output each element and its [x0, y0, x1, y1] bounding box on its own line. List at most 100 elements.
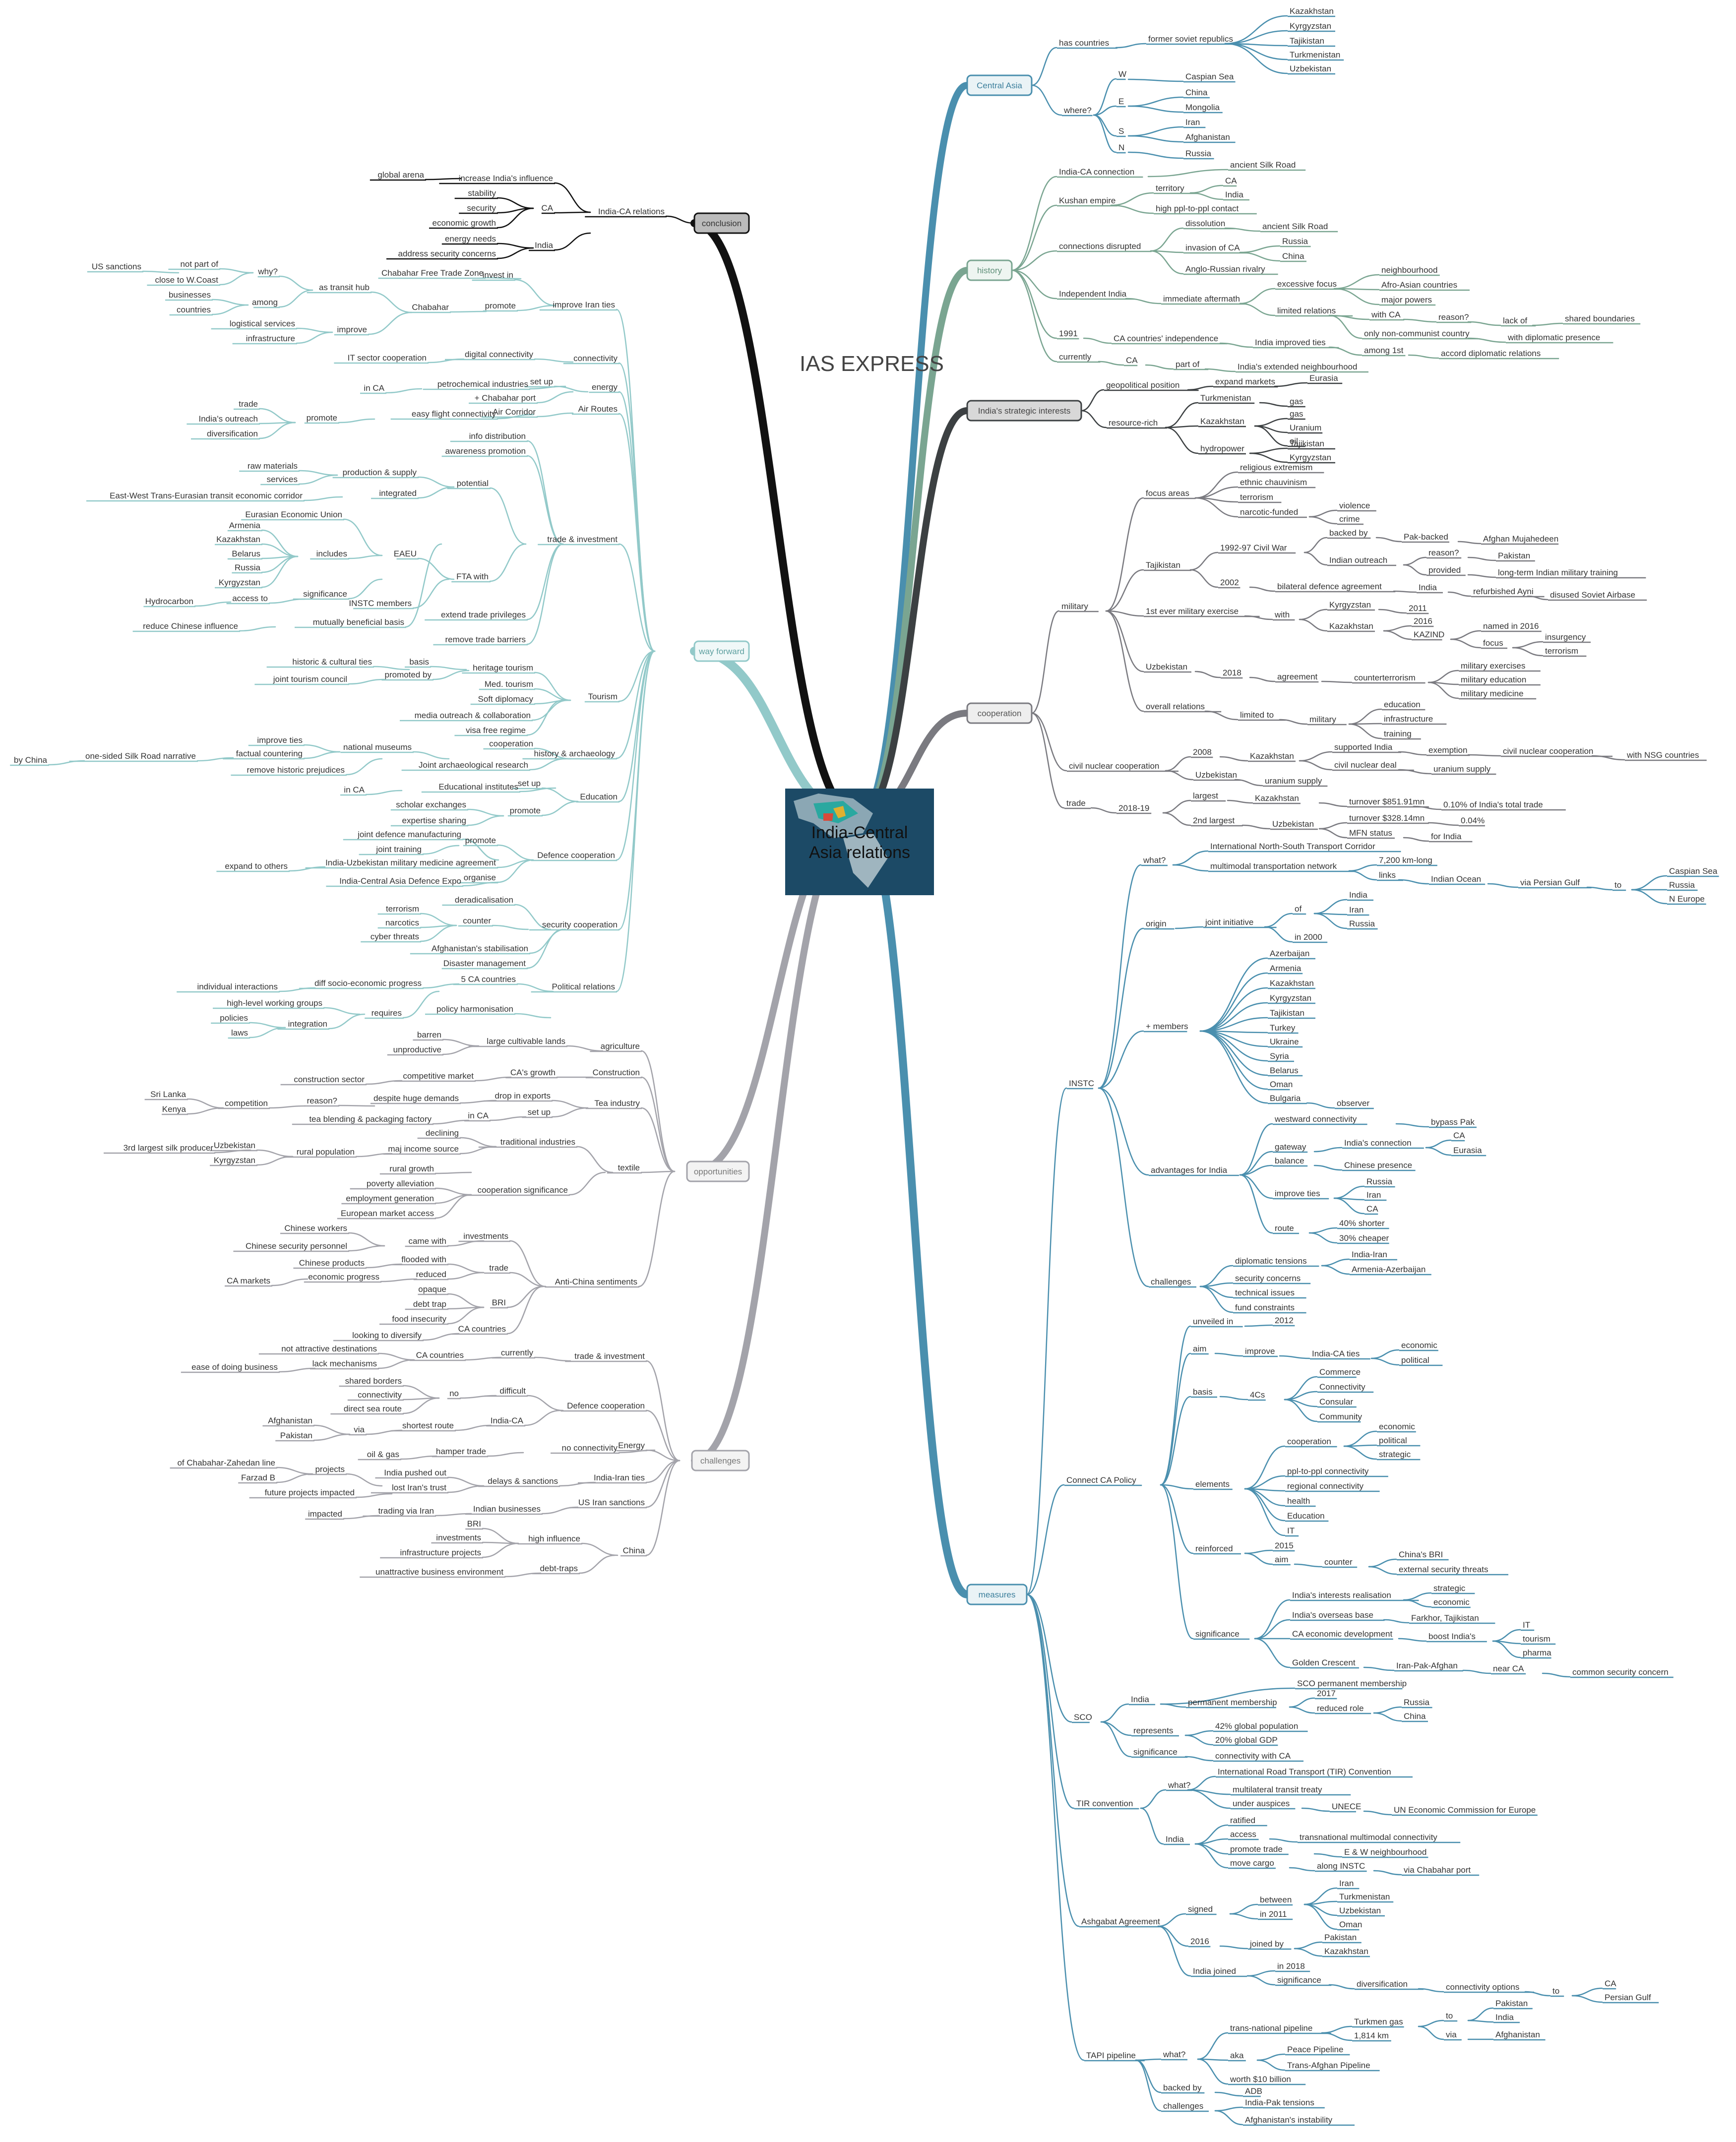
- node-label[interactable]: CA's growth: [510, 1068, 556, 1077]
- node-label[interactable]: Chinese products: [299, 1258, 365, 1268]
- node-label[interactable]: CA markets: [227, 1276, 270, 1285]
- node-label[interactable]: former soviet republics: [1148, 34, 1233, 44]
- node-label[interactable]: terrorism: [386, 904, 419, 914]
- node-label[interactable]: part of: [1176, 360, 1199, 369]
- node-label[interactable]: Tajikistan: [1146, 560, 1180, 570]
- node-label[interactable]: uranium supply: [1433, 764, 1491, 774]
- node-label[interactable]: joint defence manufacturing: [357, 830, 461, 839]
- node-label[interactable]: high ppl-to-ppl contact: [1156, 204, 1239, 213]
- node-label[interactable]: joined by: [1249, 1939, 1284, 1949]
- node-label[interactable]: Commerce: [1319, 1367, 1361, 1377]
- node-label[interactable]: history & archaeology: [534, 749, 616, 758]
- node-label[interactable]: shortest route: [402, 1421, 454, 1430]
- node-label[interactable]: INSTC members: [349, 599, 412, 608]
- node-label[interactable]: in 2011: [1260, 1909, 1287, 1919]
- node-label[interactable]: political: [1379, 1436, 1407, 1445]
- node-label[interactable]: Chinese presence: [1344, 1161, 1412, 1170]
- node-label[interactable]: basis: [1193, 1387, 1213, 1397]
- node-label[interactable]: exemption: [1428, 745, 1467, 755]
- node-label[interactable]: tourism: [1523, 1634, 1550, 1644]
- node-label[interactable]: India: [1495, 2013, 1514, 2022]
- node-label[interactable]: China: [1185, 88, 1208, 97]
- node-label[interactable]: regional connectivity: [1287, 1481, 1364, 1491]
- node-label[interactable]: set up: [518, 779, 541, 788]
- node-label[interactable]: observer: [1337, 1099, 1369, 1108]
- node-label[interactable]: currently: [1059, 352, 1092, 362]
- node-label[interactable]: via: [1446, 2030, 1457, 2039]
- node-label[interactable]: access: [1230, 1830, 1256, 1839]
- node-label[interactable]: tea blending & packaging factory: [309, 1114, 432, 1124]
- node-label[interactable]: trading via Iran: [378, 1506, 434, 1516]
- node-label[interactable]: KAZIND: [1414, 630, 1444, 639]
- node-label[interactable]: Chabahar Free Trade Zone: [381, 268, 484, 278]
- node-label[interactable]: challenges: [1163, 2101, 1203, 2111]
- node-label[interactable]: crime: [1339, 514, 1360, 524]
- node-label[interactable]: dissolution: [1185, 219, 1225, 228]
- node-label[interactable]: long-term Indian military training: [1498, 568, 1618, 577]
- node-label[interactable]: UN Economic Commission for Europe: [1394, 1805, 1536, 1815]
- node-label[interactable]: EAEU: [394, 549, 417, 558]
- node-label[interactable]: Oman: [1339, 1920, 1362, 1929]
- node-label[interactable]: transnational multimodal connectivity: [1300, 1833, 1437, 1842]
- node-label[interactable]: laws: [231, 1028, 248, 1038]
- node-label[interactable]: fund constraints: [1235, 1303, 1295, 1312]
- node-label[interactable]: + members: [1146, 1022, 1188, 1031]
- node-label[interactable]: security: [467, 203, 496, 213]
- node-label[interactable]: W: [1118, 69, 1126, 79]
- topic-challenges[interactable]: challenges: [691, 1450, 750, 1471]
- topic-measures[interactable]: measures: [966, 1584, 1028, 1605]
- node-label[interactable]: Kazakhstan: [1270, 979, 1314, 988]
- node-label[interactable]: links: [1379, 870, 1396, 880]
- node-label[interactable]: mutually beneficial basis: [313, 617, 404, 627]
- node-label[interactable]: resource-rich: [1109, 418, 1158, 428]
- node-label[interactable]: Kyrgyzstan: [1329, 600, 1371, 610]
- node-label[interactable]: diversification: [1357, 1979, 1408, 1989]
- node-label[interactable]: significance: [1133, 1747, 1178, 1757]
- node-label[interactable]: Consular: [1319, 1397, 1353, 1407]
- node-label[interactable]: among: [252, 298, 278, 307]
- node-label[interactable]: Tea industry: [594, 1099, 640, 1108]
- node-label[interactable]: Tajikistan: [1290, 36, 1324, 46]
- node-label[interactable]: scholar exchanges: [396, 800, 466, 809]
- node-label[interactable]: BRI: [467, 1519, 481, 1529]
- node-label[interactable]: technical issues: [1235, 1288, 1295, 1297]
- node-label[interactable]: along INSTC: [1317, 1861, 1365, 1871]
- node-label[interactable]: geopolitical position: [1106, 380, 1179, 390]
- node-label[interactable]: turnover $851.91mn: [1349, 797, 1425, 806]
- node-label[interactable]: India-Pak tensions: [1245, 2098, 1314, 2107]
- node-label[interactable]: Afghan Mujahedeen: [1483, 534, 1558, 544]
- node-label[interactable]: Air Corridor: [493, 407, 536, 417]
- node-label[interactable]: lack mechanisms: [312, 1359, 377, 1368]
- node-label[interactable]: barren: [417, 1030, 441, 1040]
- node-label[interactable]: Peace Pipeline: [1287, 2045, 1343, 2054]
- node-label[interactable]: India's outreach: [199, 414, 258, 424]
- node-label[interactable]: no: [449, 1389, 459, 1398]
- node-label[interactable]: disused Soviet Airbase: [1550, 590, 1635, 600]
- node-label[interactable]: ancient Silk Road: [1230, 160, 1296, 170]
- node-label[interactable]: promoted by: [385, 670, 432, 679]
- node-label[interactable]: joint training: [375, 845, 422, 854]
- node-label[interactable]: remove historic prejudices: [247, 765, 345, 775]
- node-label[interactable]: petrochemical industries: [437, 379, 528, 389]
- node-label[interactable]: no connectivity: [562, 1443, 618, 1453]
- node-label[interactable]: construction sector: [294, 1075, 365, 1084]
- node-label[interactable]: CA countries' independence: [1114, 334, 1218, 343]
- node-label[interactable]: Defence cooperation: [567, 1401, 645, 1410]
- node-label[interactable]: Air Routes: [578, 404, 618, 414]
- node-label[interactable]: Education: [580, 792, 618, 801]
- node-label[interactable]: India-CA relations: [598, 207, 665, 216]
- node-label[interactable]: India improved ties: [1255, 338, 1326, 347]
- node-label[interactable]: 2018: [1223, 668, 1241, 677]
- node-label[interactable]: in CA: [364, 383, 384, 393]
- node-label[interactable]: political: [1401, 1355, 1429, 1365]
- node-label[interactable]: set up: [530, 377, 553, 386]
- node-label[interactable]: where?: [1063, 106, 1092, 115]
- node-label[interactable]: SCO permanent membership: [1297, 1679, 1407, 1688]
- node-label[interactable]: rural growth: [389, 1164, 434, 1173]
- node-label[interactable]: Iran: [1185, 118, 1200, 127]
- node-label[interactable]: Chinese workers: [284, 1224, 347, 1233]
- node-label[interactable]: Caspian Sea: [1185, 72, 1234, 81]
- node-label[interactable]: promote: [307, 413, 337, 423]
- node-label[interactable]: India: [1225, 190, 1243, 199]
- node-label[interactable]: reduced: [416, 1270, 446, 1279]
